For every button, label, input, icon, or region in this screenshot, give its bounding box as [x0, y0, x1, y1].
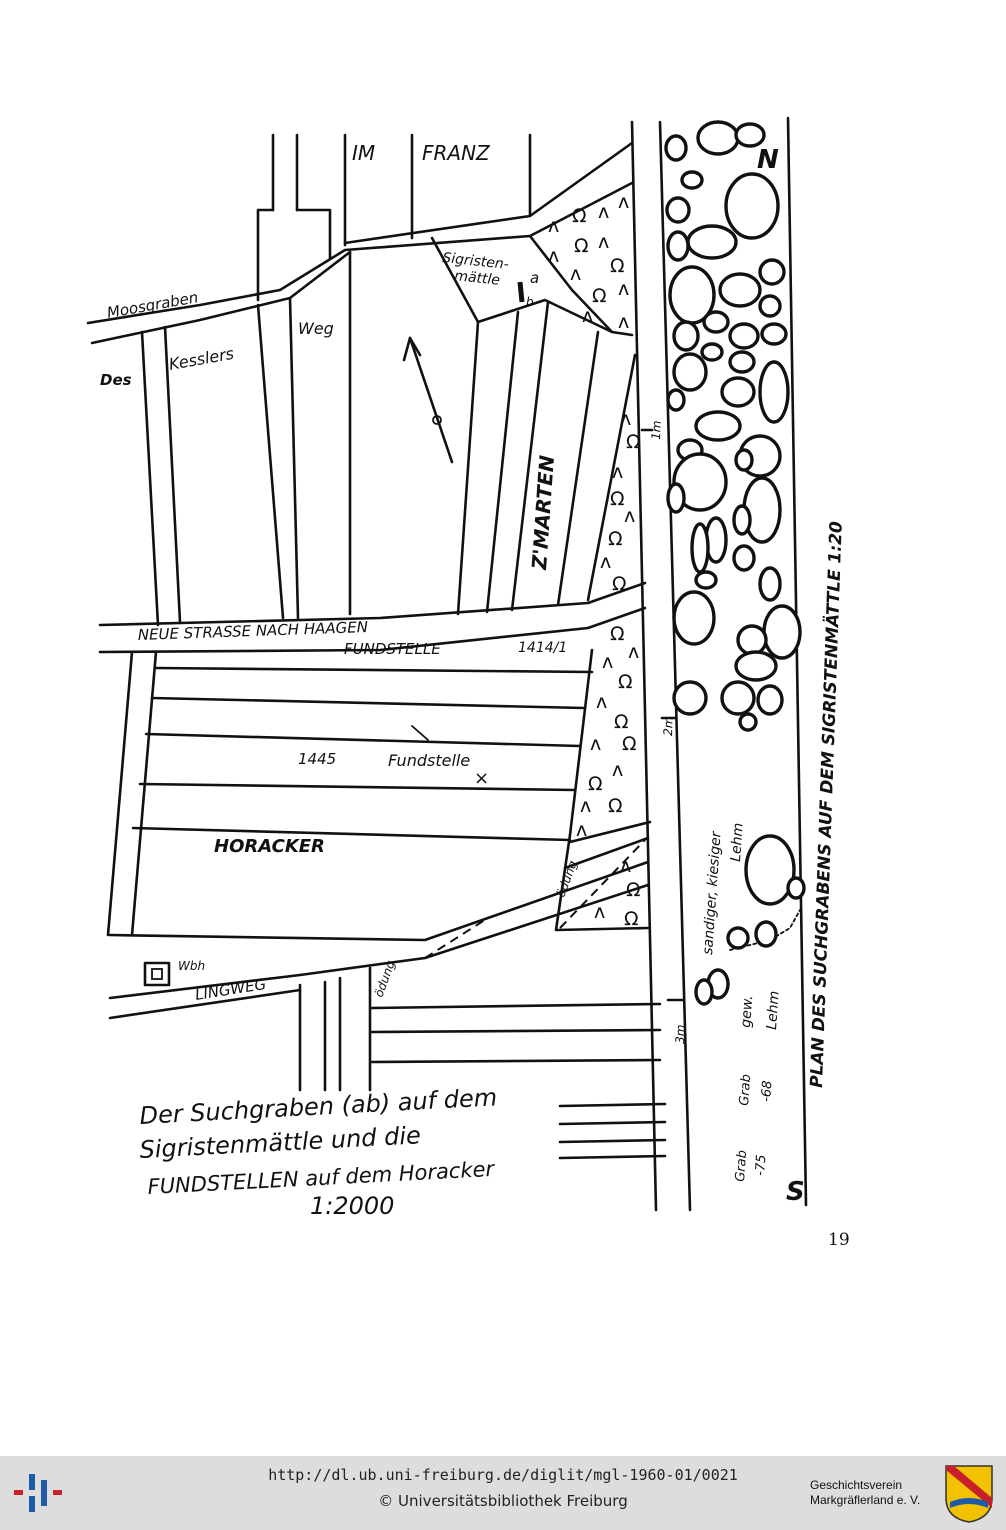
svg-text:Ω: Ω	[622, 733, 637, 755]
label-horacker: HORACKER	[214, 836, 325, 857]
label-grab-68-num: -68	[759, 1080, 775, 1102]
label-kesslers: Kesslers	[167, 344, 235, 374]
label-des: Des	[100, 371, 132, 389]
label-point-a: a	[530, 269, 539, 287]
label-sigristen: Sigristen-	[442, 250, 510, 273]
svg-text:Ω: Ω	[626, 431, 641, 453]
map-linework	[86, 116, 808, 1212]
svg-text:Ω: Ω	[574, 235, 589, 257]
svg-text:ʌ: ʌ	[580, 795, 591, 817]
society-line-1: Geschichtsverein	[810, 1478, 903, 1492]
svg-text:ʌ: ʌ	[624, 505, 635, 527]
label-1m: 1m	[649, 420, 664, 440]
svg-text:Ω: Ω	[592, 285, 607, 307]
label-parcel-1414: 1414/1	[518, 640, 567, 656]
society-name: Geschichtsverein Markgräflerland e. V.	[810, 1478, 920, 1508]
society-line-2: Markgräflerland e. V.	[810, 1493, 921, 1507]
svg-text:ʌ: ʌ	[594, 901, 605, 923]
svg-text:ʌ: ʌ	[618, 311, 629, 333]
svg-text:Ω: Ω	[608, 795, 623, 817]
label-north: N	[757, 145, 779, 175]
svg-text:ʌ: ʌ	[582, 305, 593, 327]
svg-text:ʌ: ʌ	[618, 278, 629, 300]
svg-text:ʌ: ʌ	[596, 691, 607, 713]
label-gew: gew.	[738, 995, 756, 1029]
label-grab-75-num: -75	[753, 1154, 769, 1176]
label-moosgraben: Moosgraben	[106, 288, 200, 322]
label-grab-68: Grab	[737, 1074, 754, 1107]
svg-text:Ω: Ω	[610, 623, 625, 645]
svg-text:ʌ: ʌ	[602, 651, 613, 673]
label-cross: ×	[474, 768, 489, 789]
footer-bar: http://dl.ub.uni-freiburg.de/diglit/mgl-…	[0, 1456, 1006, 1530]
label-im: IM	[352, 141, 375, 165]
svg-text:Ω: Ω	[612, 573, 627, 595]
label-lehm-1: Lehm	[728, 822, 747, 862]
label-weg: Weg	[298, 319, 334, 338]
label-odung-1: ödung	[554, 858, 580, 899]
label-zmarten: Z'MARTEN	[527, 454, 559, 571]
svg-text:ʌ: ʌ	[548, 245, 559, 267]
label-parcel-1445: 1445	[298, 750, 336, 768]
svg-text:ʌ: ʌ	[628, 641, 639, 663]
label-3m: 3m	[673, 1024, 688, 1044]
svg-text:ʌ: ʌ	[612, 461, 623, 483]
caption-line-4: 1:2000	[310, 1192, 394, 1220]
caption-line-1: Der Suchgraben (ab) auf dem	[139, 1083, 498, 1130]
label-fundstelle-1: FUNDSTELLE	[344, 640, 441, 658]
svg-text:Ω: Ω	[572, 205, 587, 227]
svg-text:Ω: Ω	[588, 773, 603, 795]
page-number: 19	[828, 1230, 850, 1250]
svg-text:ʌ: ʌ	[600, 551, 611, 573]
svg-text:Ω: Ω	[608, 528, 623, 550]
svg-text:Ω: Ω	[610, 488, 625, 510]
svg-text:ʌ: ʌ	[576, 819, 587, 841]
svg-text:Ω: Ω	[614, 711, 629, 733]
label-franz: FRANZ	[422, 141, 491, 165]
svg-text:ʌ: ʌ	[570, 263, 581, 285]
svg-text:Ω: Ω	[626, 879, 641, 901]
map-caption: Der Suchgraben (ab) auf dem Sigristenmät…	[139, 1083, 498, 1220]
label-point-b: b	[526, 295, 534, 309]
label-fundstelle-2: Fundstelle	[388, 751, 470, 770]
svg-text:ʌ: ʌ	[548, 215, 559, 237]
label-lehm-2: Lehm	[764, 990, 783, 1030]
footer-copyright: © Universitätsbibliothek Freiburg	[378, 1492, 628, 1510]
svg-text:ʌ: ʌ	[612, 759, 623, 781]
label-grab-75: Grab	[733, 1150, 750, 1183]
label-2m: 2m	[661, 716, 676, 736]
svg-text:Ω: Ω	[618, 671, 633, 693]
svg-text:ʌ: ʌ	[618, 191, 629, 213]
svg-text:ʌ: ʌ	[620, 408, 631, 430]
label-neue-strasse: NEUE STRASSE NACH HAAGEN	[138, 618, 369, 644]
svg-text:ʌ: ʌ	[620, 855, 631, 877]
ub-freiburg-logo-icon	[14, 1474, 62, 1512]
trench-stones	[664, 120, 806, 1006]
svg-text:ʌ: ʌ	[590, 733, 601, 755]
label-plan-title: PLAN DES SUCHGRABENS AUF DEM SIGRISTENMÄ…	[805, 521, 847, 1089]
svg-text:Ω: Ω	[610, 255, 625, 277]
svg-text:ʌ: ʌ	[598, 231, 609, 253]
footer-url[interactable]: http://dl.ub.uni-freiburg.de/diglit/mgl-…	[268, 1466, 738, 1484]
svg-text:ʌ: ʌ	[598, 201, 609, 223]
society-crest-icon	[945, 1465, 993, 1523]
svg-text:Ω: Ω	[624, 908, 639, 930]
label-south: S	[786, 1177, 805, 1207]
label-wbh: Wbh	[178, 959, 205, 973]
label-sandiger: sandiger, kiesiger	[700, 830, 725, 955]
label-mattle: mättle	[454, 268, 501, 289]
